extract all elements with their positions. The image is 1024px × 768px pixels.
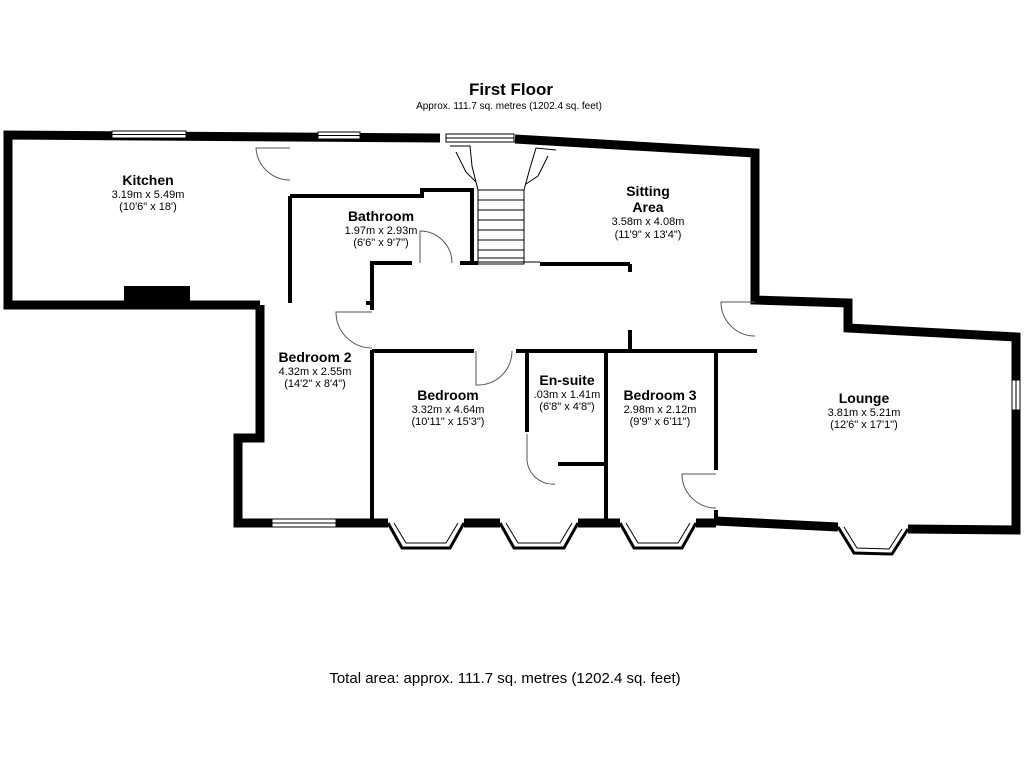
room-metric: .03m x 1.41m [534, 389, 601, 401]
room-en-suite: En-suite .03m x 1.41m (6'8" x 4'8") [534, 372, 601, 413]
room-name: Bedroom 2 [278, 349, 351, 365]
bay-windows [386, 522, 910, 556]
doors [255, 147, 756, 509]
room-metric: 2.98m x 2.12m [624, 404, 697, 416]
staircase [450, 145, 557, 265]
room-imperial: (6'8" x 4'8") [539, 401, 594, 413]
room-metric: 3.81m x 5.21m [828, 407, 901, 419]
room-metric: 1.97m x 2.93m [345, 225, 418, 237]
room-name: Bathroom [348, 208, 414, 224]
room-name: Sitting [626, 183, 670, 199]
room-bedroom-3: Bedroom 3 2.98m x 2.12m (9'9" x 6'11") [623, 387, 696, 428]
windows [111, 130, 1021, 528]
room-kitchen: Kitchen 3.19m x 5.49m (10'6" x 18') [112, 172, 185, 213]
room-metric: 4.32m x 2.55m [279, 366, 352, 378]
room-name-2: Area [632, 199, 663, 215]
room-name: En-suite [539, 372, 594, 388]
room-lounge: Lounge 3.81m x 5.21m (12'6" x 17'1") [828, 390, 901, 431]
room-imperial: (12'6" x 17'1") [830, 419, 898, 431]
room-bathroom: Bathroom 1.97m x 2.93m (6'6" x 9'7") [345, 208, 418, 249]
room-name: Bedroom [417, 387, 478, 403]
room-name: Bedroom 3 [623, 387, 696, 403]
room-name: Lounge [839, 390, 890, 406]
floor-subtitle: Approx. 111.7 sq. metres (1202.4 sq. fee… [416, 101, 602, 112]
room-bedroom: Bedroom 3.32m x 4.64m (10'11" x 15'3") [412, 387, 485, 428]
room-metric: 3.32m x 4.64m [412, 404, 485, 416]
room-bedroom-2: Bedroom 2 4.32m x 2.55m (14'2" x 8'4") [278, 349, 351, 390]
room-imperial: (10'6" x 18') [119, 201, 177, 213]
room-imperial: (14'2" x 8'4") [284, 378, 346, 390]
kitchen-counter [124, 286, 190, 305]
room-imperial: (9'9" x 6'11") [630, 416, 691, 428]
room-imperial: (10'11" x 15'3") [412, 416, 485, 428]
interior-walls [288, 188, 757, 523]
room-sitting-area: Sitting Area 3.58m x 4.08m (11'9" x 13'4… [612, 183, 685, 241]
room-imperial: (11'9" x 13'4") [615, 229, 682, 241]
room-name: Kitchen [122, 172, 173, 188]
room-metric: 3.19m x 5.49m [112, 189, 185, 201]
room-imperial: (6'6" x 9'7") [353, 237, 408, 249]
room-metric: 3.58m x 4.08m [612, 216, 685, 228]
total-area: Total area: approx. 111.7 sq. metres (12… [329, 670, 680, 687]
floor-title: First Floor [469, 80, 553, 99]
